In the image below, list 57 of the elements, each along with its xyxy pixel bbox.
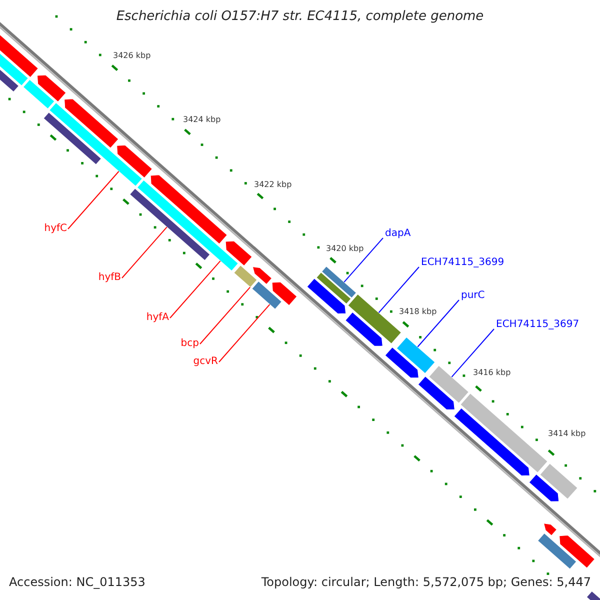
map-title: Escherichia coli O157:H7 str. EC4115, complete genome [116,9,484,24]
gene-feature [150,174,228,244]
gene-label: ECH74115_3699 [421,256,504,269]
gene-bar [396,336,436,374]
gene-bar [321,266,357,298]
genome-stats-text: Topology: circular; Length: 5,572,075 bp; Genes: 5,447 [261,575,591,590]
leader-line [451,328,494,378]
accession-text: Accession: NC_011353 [9,575,146,590]
scale-label: 3414 kbp [548,429,586,439]
gene-bar [537,532,577,570]
scale-label: 3426 kbp [113,51,151,61]
gene-bar [43,112,102,166]
gene-feature [306,278,346,314]
gene-feature [116,144,153,178]
gene-feature [384,346,420,378]
leader-line [378,266,420,314]
gene-bar [136,180,239,272]
gene-label: bcp [180,338,199,350]
gene-feature [344,312,384,346]
gene-bar [129,188,210,261]
gene-label: hyfB [98,272,121,284]
leader-line [170,260,221,318]
gene-feature [418,376,456,410]
gene-label: hyfC [44,223,67,235]
leader-line [218,304,270,362]
scale-label: 3424 kbp [183,115,221,125]
gene-label: hyfA [146,312,169,324]
gene-label: ECH74115_3697 [496,318,580,331]
gene-label: gcvR [193,356,218,368]
leader-line [68,170,120,230]
gene-feature [528,474,560,502]
gene-feature [558,534,596,569]
gene-bar [316,272,352,304]
scale-label: 3418 kbp [399,307,437,317]
gene-feature [64,98,119,149]
gene-bar [539,462,578,500]
gene-feature [225,240,252,266]
gene-feature [36,74,66,102]
gene-label: dapA [385,228,411,240]
gene-bar [251,280,282,310]
leader-line [417,300,460,348]
scale-label: 3422 kbp [254,180,292,190]
gene-feature [252,266,272,285]
gene-bar [48,102,143,187]
leader-line [344,238,384,283]
gene-bar [586,590,600,600]
gene-feature [272,282,298,306]
scale-label: 3420 kbp [326,244,364,254]
gene-bar [22,79,55,110]
gene-feature [543,522,558,536]
gene-label: purC [461,290,485,302]
scale-label: 3416 kbp [473,368,511,378]
leader-line [200,286,251,344]
gene-bar [233,264,258,288]
gene-bar [428,365,470,404]
gene-feature [454,408,530,476]
gene-bar [460,392,548,474]
